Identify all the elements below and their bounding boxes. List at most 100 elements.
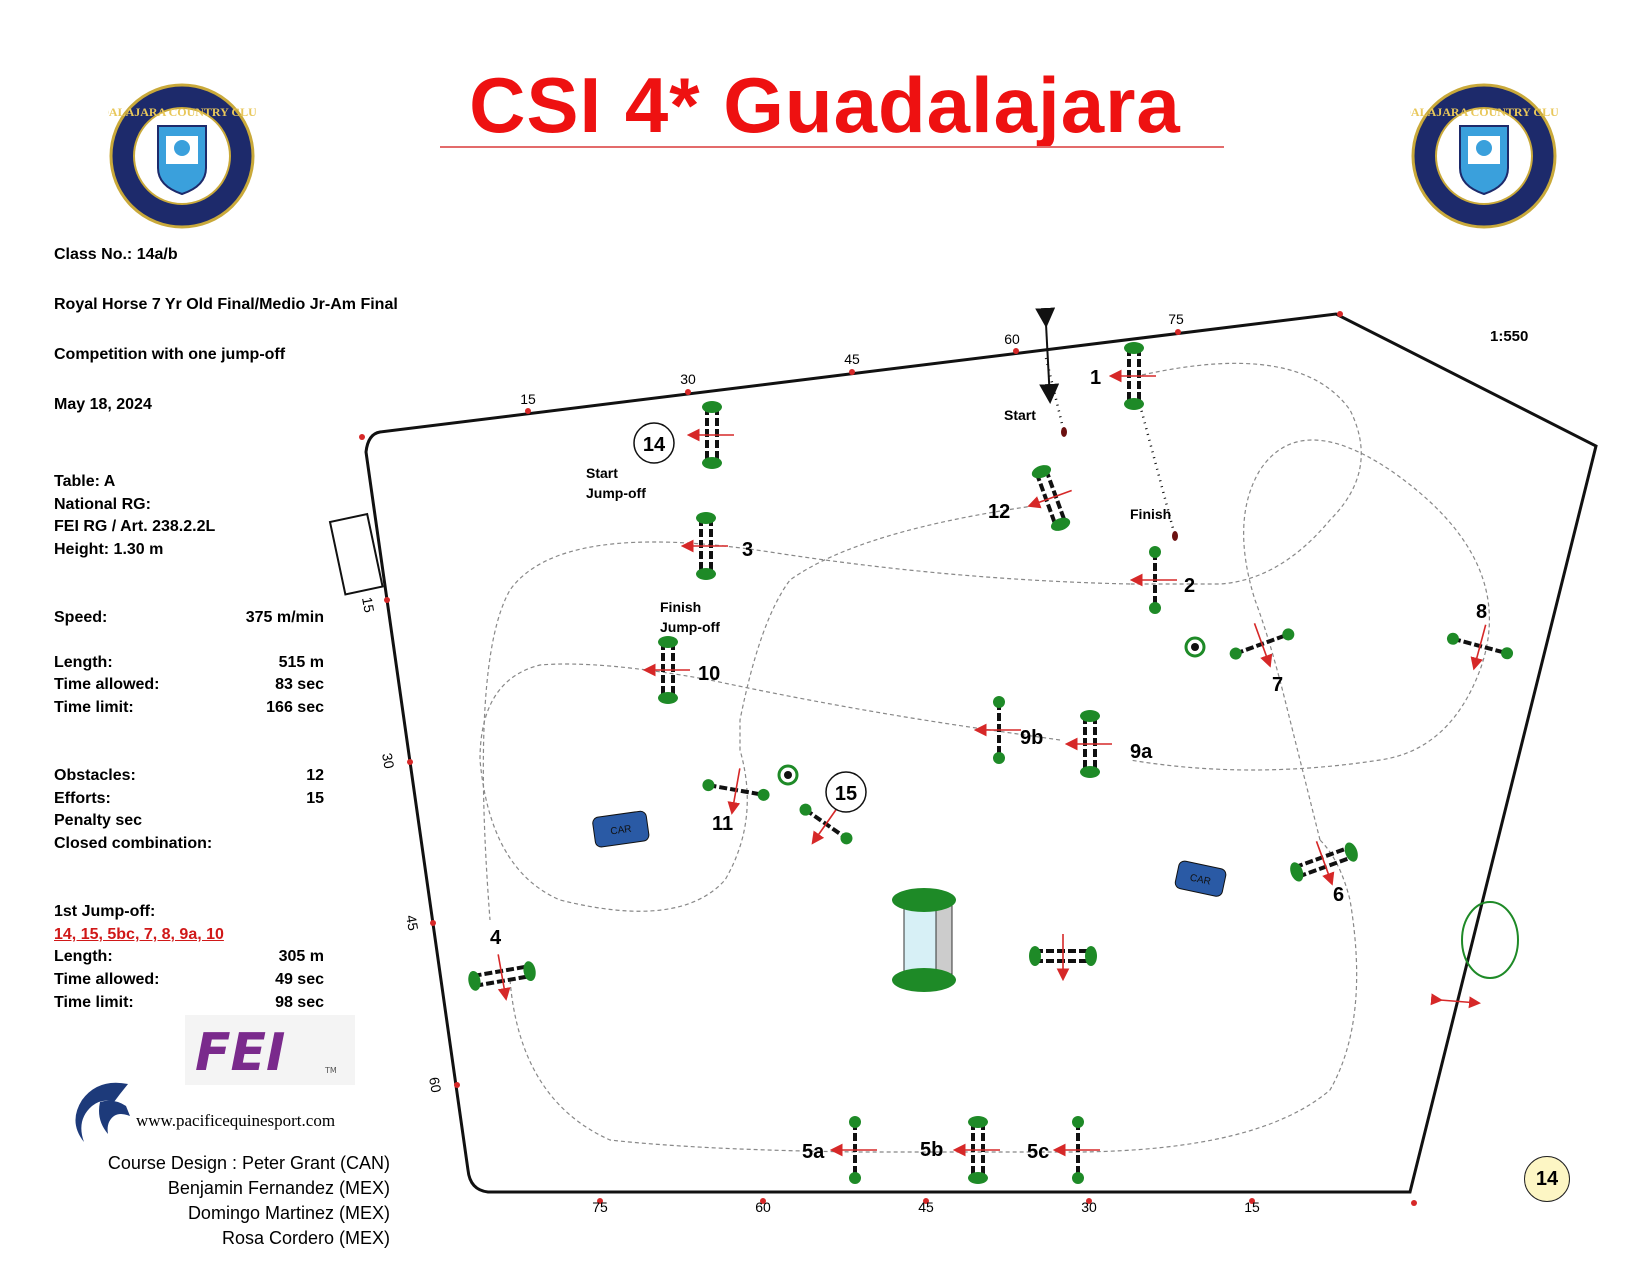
- speed-row: Speed: 375 m/min: [54, 609, 324, 627]
- length-value: 515 m: [278, 654, 324, 671]
- club-logo-right: GUADALAJARA COUNTRY CLUB A.C.: [1410, 83, 1558, 229]
- ring-obstacle-2: [777, 764, 799, 786]
- fence-number-8: 8: [1476, 601, 1487, 623]
- fence-3: [680, 512, 728, 580]
- fence-number-5a: 5a: [802, 1141, 825, 1163]
- obstacles-label: Obstacles:: [54, 767, 136, 784]
- efforts-label: Efforts:: [54, 790, 111, 807]
- start-jumpoff-label-1: Start: [586, 465, 618, 481]
- event-date: May 18, 2024: [54, 396, 152, 413]
- jumpoff-length-label: Length:: [54, 948, 113, 965]
- fence-4: [468, 954, 536, 1001]
- jumpoff-time-allowed-value: 49 sec: [275, 971, 324, 988]
- car-right: CAR: [1174, 860, 1227, 897]
- obstacles-row: Obstacles:12: [54, 767, 324, 785]
- time-allowed-value: 83 sec: [275, 676, 324, 693]
- title-underline: [440, 146, 1224, 148]
- fence-6: [1290, 841, 1358, 886]
- bottom-meter-15: 15: [1244, 1199, 1260, 1215]
- distance-markers: [359, 311, 1417, 1206]
- left-meter-15: 15: [359, 596, 377, 614]
- jumpoff-time-limit-row: Time limit: 98 sec: [54, 994, 324, 1012]
- fei-logo-text: FEI: [195, 1023, 285, 1083]
- start-line: [1035, 307, 1067, 437]
- fence-10: [642, 636, 690, 704]
- length-label: Length:: [54, 654, 113, 671]
- jumpoff-time-limit-label: Time limit:: [54, 994, 134, 1011]
- finish-label: Finish: [1130, 506, 1171, 522]
- fence-5c: [1052, 1116, 1100, 1184]
- jumpoff-fence-14: 14: [633, 422, 675, 464]
- jumpoff-number-14: 14: [643, 434, 666, 456]
- speed-value: 375 m/min: [245, 609, 324, 626]
- fence-number-9b: 9b: [1020, 727, 1043, 749]
- jumpoff-length-row: Length: 305 m: [54, 948, 324, 966]
- fence-number-2: 2: [1184, 575, 1195, 597]
- designer-1: Course Design : Peter Grant (CAN): [107, 1153, 390, 1173]
- class-number: Class No.: 14a/b: [54, 246, 178, 263]
- fence-9b: [973, 696, 1021, 764]
- jumpoff-sequence: 14, 15, 5bc, 7, 8, 9a, 10: [54, 926, 224, 943]
- ring-obstacle-1: [1184, 636, 1206, 658]
- class-name: Royal Horse 7 Yr Old Final/Medio Jr-Am F…: [54, 296, 398, 313]
- fence-5b: [952, 1116, 1000, 1184]
- competition-type: Competition with one jump-off: [54, 346, 286, 363]
- top-meter-60: 60: [1004, 331, 1020, 347]
- water-jump: [892, 888, 956, 992]
- car-label: CAR: [610, 824, 632, 838]
- start-jumpoff-label-2: Jump-off: [586, 485, 646, 501]
- fence-number-3: 3: [742, 539, 753, 561]
- top-meter-30: 30: [680, 371, 696, 387]
- time-limit-label: Time limit:: [54, 699, 134, 716]
- fei-logo: FEI TM: [185, 1015, 355, 1085]
- jumpoff-length-value: 305 m: [278, 948, 324, 965]
- club-logo-left: GUADALAJARA COUNTRY CLUB A.C.: [108, 83, 256, 229]
- logo-text: GUADALAJARA COUNTRY CLUB A.C.: [1410, 105, 1558, 119]
- jumpoff-time-allowed-row: Time allowed: 49 sec: [54, 971, 324, 989]
- penalty-sec: Penalty sec: [54, 812, 143, 829]
- fence-number-5c: 5c: [1027, 1141, 1049, 1163]
- efforts-row: Efforts:15: [54, 790, 324, 808]
- website-link[interactable]: www.pacificequinesport.com: [136, 1111, 336, 1130]
- car-left: CAR: [592, 810, 650, 848]
- oval-arrow: [1430, 993, 1481, 1009]
- fence-number-11: 11: [712, 813, 733, 835]
- fei-tm: TM: [324, 1066, 337, 1075]
- top-meter-75: 75: [1168, 311, 1184, 327]
- left-meter-45: 45: [403, 914, 421, 932]
- speed-label: Speed:: [54, 609, 108, 626]
- fence-15: [799, 803, 853, 845]
- table-type: Table: A: [54, 473, 116, 490]
- fei-rg: FEI RG / Art. 238.2.2L: [54, 518, 216, 535]
- time-allowed-label: Time allowed:: [54, 676, 160, 693]
- finish-jumpoff-label-1: Finish: [660, 599, 701, 615]
- fence-12: [1027, 465, 1072, 531]
- fence-8: [1446, 624, 1514, 671]
- fence-number-12: 12: [988, 501, 1010, 523]
- horse-head-logo: [75, 1082, 130, 1142]
- bottom-meter-30: 30: [1081, 1199, 1097, 1215]
- fence-number-4: 4: [490, 927, 502, 949]
- fence-2: [1129, 546, 1177, 614]
- time-limit-row: Time limit: 166 sec: [54, 699, 324, 717]
- length-row: Length: 515 m: [54, 654, 324, 672]
- fence-11: [702, 768, 770, 815]
- page-title: CSI 4* Guadalajara: [469, 61, 1181, 149]
- jumpoff-time-allowed-label: Time allowed:: [54, 971, 160, 988]
- start-label: Start: [1004, 407, 1036, 423]
- left-meter-60: 60: [426, 1076, 444, 1094]
- time-limit-value: 166 sec: [266, 699, 324, 716]
- entrance-gate: [328, 512, 384, 596]
- jumpoff-heading: 1st Jump-off:: [54, 903, 156, 920]
- fence-9a: [1064, 710, 1112, 778]
- fence-1: [1108, 342, 1156, 410]
- bottom-meter-60: 60: [755, 1199, 771, 1215]
- jumpoff-time-limit-value: 98 sec: [275, 994, 324, 1011]
- logo-text: GUADALAJARA COUNTRY CLUB A.C.: [108, 105, 256, 119]
- finish-jumpoff-label-2: Jump-off: [660, 619, 720, 635]
- class-badge: 14: [1524, 1156, 1570, 1202]
- fence-number-1: 1: [1090, 367, 1101, 389]
- designer-2: Benjamin Fernandez (MEX): [167, 1178, 390, 1198]
- jumpoff-fence-15: 15: [825, 771, 867, 813]
